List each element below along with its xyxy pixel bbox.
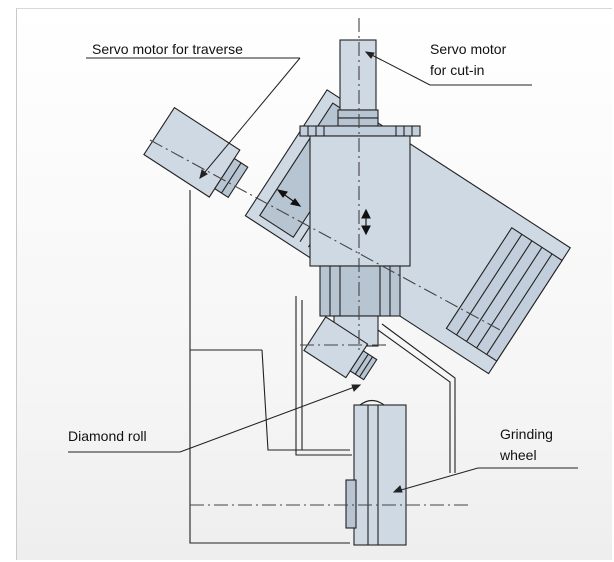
grinding-wheel — [345, 399, 407, 546]
bracket-plate — [295, 296, 456, 473]
machine-column — [189, 190, 350, 544]
traverse-motor-label: Servo motor for traverse — [92, 41, 243, 57]
cutin-motor-label-line1: Servo motor — [430, 41, 507, 57]
vertical-spindle-column — [299, 39, 421, 347]
traverse-arrow-icon — [276, 189, 302, 207]
diamond-roll-assembly — [303, 316, 378, 381]
grinding-wheel-label-line1: Grinding — [500, 426, 553, 442]
cutin-arrow-icon — [361, 208, 371, 236]
leader-lines — [68, 51, 578, 493]
grinding-wheel-label-line2: wheel — [500, 447, 537, 463]
traverse-servo-motor — [143, 106, 249, 199]
center-lines — [149, 18, 501, 506]
diamond-roll-label: Diamond roll — [68, 428, 147, 444]
cutin-motor-label-line2: for cut-in — [430, 62, 485, 78]
